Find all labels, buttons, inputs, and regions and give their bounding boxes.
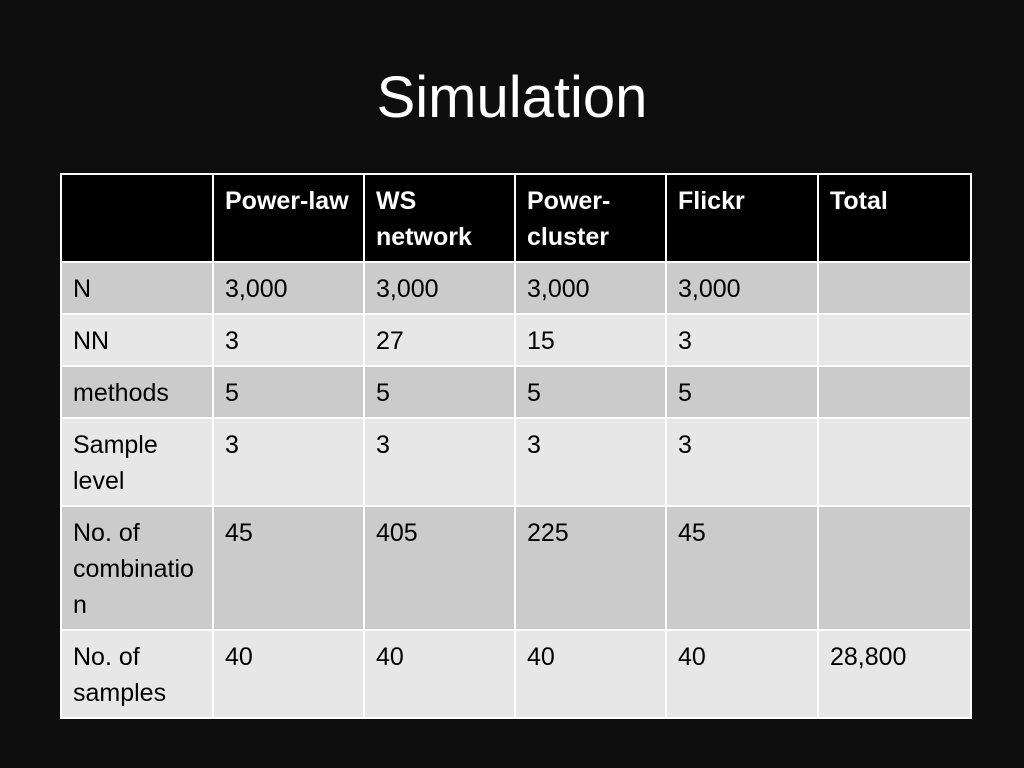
table-cell: 3: [665, 417, 819, 507]
table-cell: 3,000: [514, 261, 667, 315]
table-row: No. of combination 45 405 225 45: [60, 505, 972, 631]
table-cell: 225: [514, 505, 667, 631]
slide-title: Simulation: [376, 65, 648, 130]
table-cell: 5: [363, 365, 516, 419]
table-cell: 3,000: [363, 261, 516, 315]
table-header-row: Power-law WS network Power-cluster Flick…: [60, 173, 972, 263]
table-cell: 3: [363, 417, 516, 507]
table-cell: 3: [212, 313, 365, 367]
table-cell: [817, 261, 972, 315]
row-label-cell: No. of samples: [60, 629, 214, 719]
table-cell: [817, 365, 972, 419]
table-cell: 40: [514, 629, 667, 719]
table-row: NN 3 27 15 3: [60, 313, 972, 367]
table-cell: 40: [665, 629, 819, 719]
row-label-cell: Sample level: [60, 417, 214, 507]
table-cell: 405: [363, 505, 516, 631]
table-cell: 45: [665, 505, 819, 631]
table-cell: 5: [514, 365, 667, 419]
table-cell: 40: [363, 629, 516, 719]
table-cell: 15: [514, 313, 667, 367]
table-row: No. of samples 40 40 40 40 28,800: [60, 629, 972, 719]
table-row: Sample level 3 3 3 3: [60, 417, 972, 507]
header-cell-corner: [60, 173, 214, 263]
header-cell-power-cluster: Power-cluster: [514, 173, 667, 263]
table-cell: [817, 505, 972, 631]
table-cell: [817, 313, 972, 367]
header-cell-flickr: Flickr: [665, 173, 819, 263]
table-cell: 28,800: [817, 629, 972, 719]
header-cell-ws-network: WS network: [363, 173, 516, 263]
table-cell: 3,000: [665, 261, 819, 315]
table-cell: 5: [665, 365, 819, 419]
header-cell-total: Total: [817, 173, 972, 263]
table-cell: 27: [363, 313, 516, 367]
table-cell: 3: [212, 417, 365, 507]
table-cell: 45: [212, 505, 365, 631]
table-cell: 3: [665, 313, 819, 367]
table-cell: 5: [212, 365, 365, 419]
row-label-cell: NN: [60, 313, 214, 367]
table-row: methods 5 5 5 5: [60, 365, 972, 419]
row-label-cell: N: [60, 261, 214, 315]
header-cell-power-law: Power-law: [212, 173, 365, 263]
row-label-cell: methods: [60, 365, 214, 419]
table-cell: 3,000: [212, 261, 365, 315]
table-cell: 40: [212, 629, 365, 719]
table-row: N 3,000 3,000 3,000 3,000: [60, 261, 972, 315]
row-label-cell: No. of combination: [60, 505, 214, 631]
table-cell: 3: [514, 417, 667, 507]
table-cell: [817, 417, 972, 507]
simulation-table: Power-law WS network Power-cluster Flick…: [60, 173, 972, 719]
